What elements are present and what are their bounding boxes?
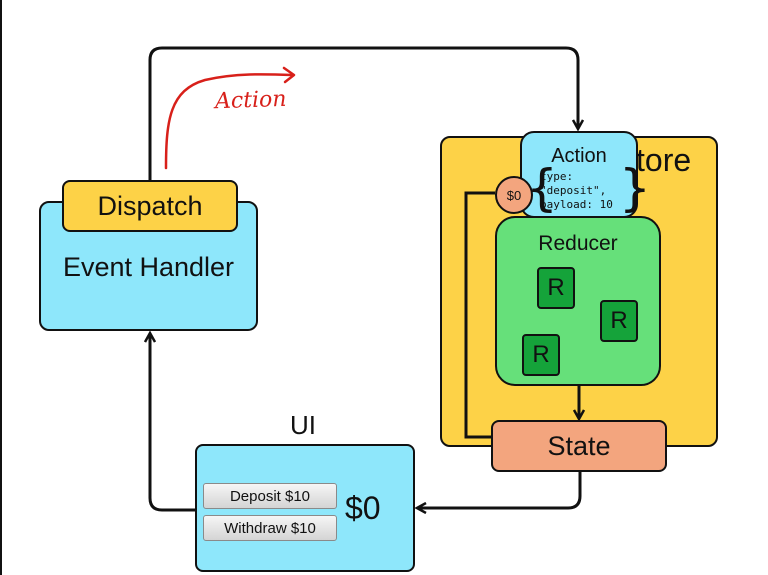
page-left-border [0,0,2,575]
action-box [520,131,638,218]
state-loop-line [464,191,495,439]
ui-label: UI [290,410,316,440]
action-code-line: payload: 10 [540,198,613,211]
action-code-line: type: [540,170,574,183]
reducer-label: Reducer [538,232,618,255]
action-code: type:"deposit",payload: 10 [540,170,613,212]
action-hand-arrowhead [282,66,296,84]
dispatch-to-action-arrow [148,46,578,180]
action-code-line: "deposit", [540,184,607,197]
action-title: Action [551,145,607,167]
ui-to-event-arrow [150,334,195,512]
withdraw-button[interactable]: Withdraw $10 [203,515,337,541]
dispatch-box: Dispatch [62,180,238,232]
state-box: State [491,420,667,472]
reducer-box: R [537,267,575,309]
action-annotation: Action [214,86,287,115]
reducer-box: R [600,300,638,342]
action-hand-arrow [164,73,294,170]
deposit-button[interactable]: Deposit $10 [203,483,337,509]
reducer-box: R [522,334,560,376]
right-brace-icon: } [619,159,651,217]
store-label: tore [636,142,692,178]
state-value-badge: $0 [495,176,533,214]
ui-balance-value: $0 [345,490,381,526]
state-to-ui-arrow [418,472,582,508]
event-handler-label: Event Handler [62,252,235,282]
